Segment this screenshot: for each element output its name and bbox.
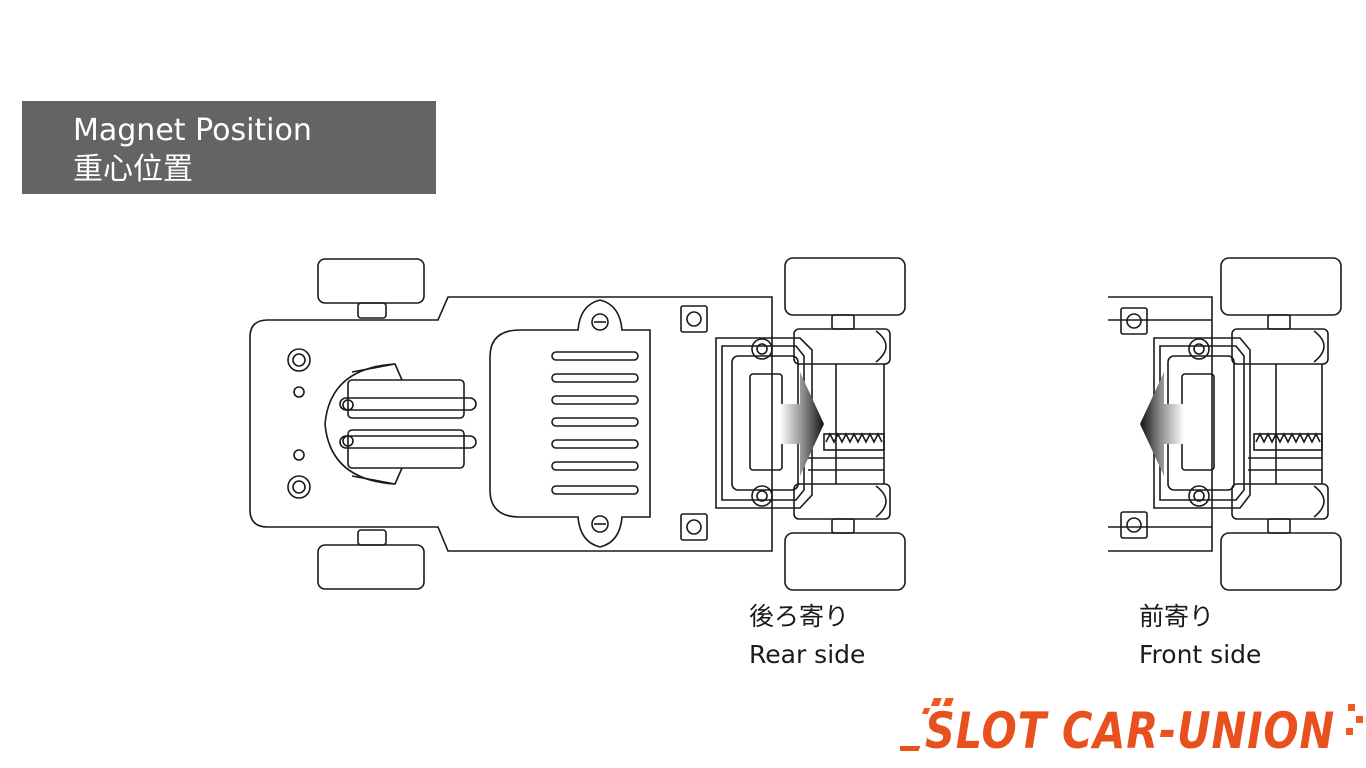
rear-wheel-bottom xyxy=(784,532,906,591)
chassis-plate xyxy=(249,296,773,552)
caption-rear-ja: 後ろ寄り xyxy=(749,602,850,631)
rear-wheel-top xyxy=(784,257,906,316)
title-banner: Magnet Position 重心位置 xyxy=(22,101,436,194)
chassis-rear-magnet xyxy=(249,257,906,591)
front-wheel-bottom xyxy=(317,544,425,590)
slot-car-union-logo: SLOT CAR-UNION xyxy=(900,698,1363,760)
arrow-front xyxy=(1140,372,1184,476)
caption-rear-en: Rear side xyxy=(749,640,866,669)
caption-front-ja: 前寄り xyxy=(1139,602,1215,631)
caption-rear-side: 後ろ寄り Rear side xyxy=(749,598,865,674)
logo-text: SLOT CAR-UNION xyxy=(925,702,1335,760)
title-english: Magnet Position xyxy=(73,113,312,148)
caption-front-en: Front side xyxy=(1139,640,1262,669)
caption-front-side: 前寄り Front side xyxy=(1139,598,1261,674)
front-wheel-top xyxy=(317,258,425,304)
title-japanese: 重心位置 xyxy=(73,152,193,187)
arrow-rear xyxy=(780,372,824,476)
